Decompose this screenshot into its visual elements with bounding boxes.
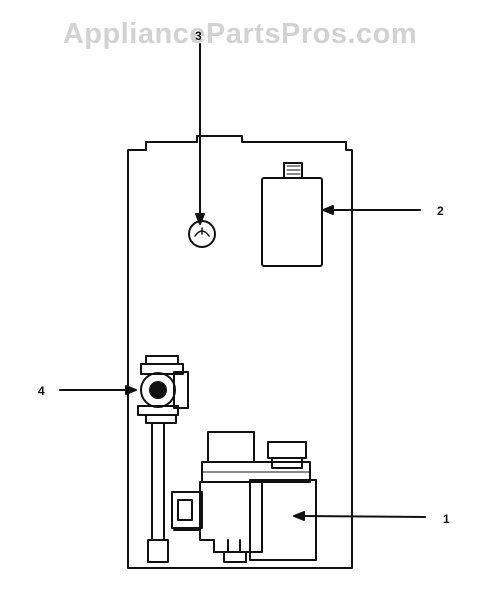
callout-4-label: 4: [38, 384, 45, 398]
callout-3-label: 3: [195, 29, 202, 43]
part-3-gauge: [188, 220, 216, 248]
cabinet-outline: [127, 135, 353, 569]
callout-1-label: 1: [443, 512, 450, 526]
part-2-component: [261, 162, 323, 267]
callout-2-label: 2: [437, 204, 444, 218]
watermark-text: AppliancePartsPros.com: [62, 18, 418, 50]
leader-lines: [59, 43, 426, 521]
part-4-pump: [137, 355, 189, 563]
part-1-control-valve: [171, 431, 317, 563]
